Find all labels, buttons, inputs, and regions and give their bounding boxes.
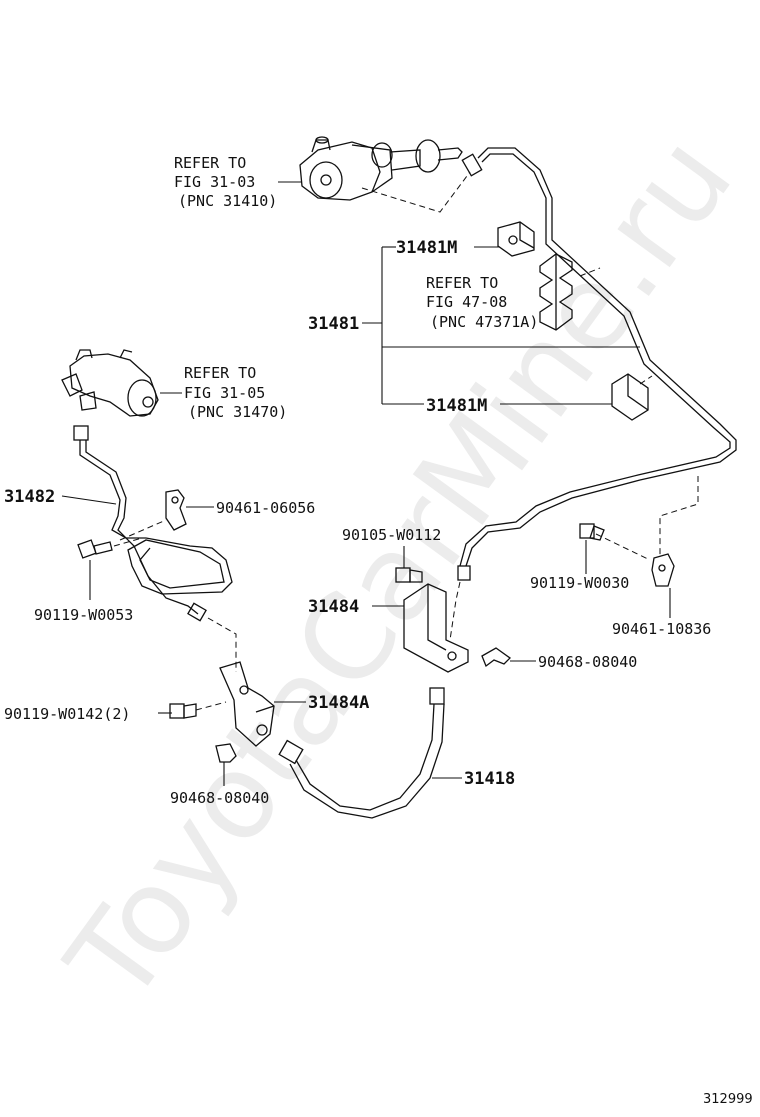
part-90461-06056[interactable]: 90461-06056 xyxy=(216,499,315,517)
bolt-90119-w0053 xyxy=(77,539,113,559)
ref-release-cylinder: REFER TO FIG 31-05 (PNC 31470) xyxy=(184,364,287,421)
clutch-line-31481 xyxy=(465,147,737,567)
hose-31418 xyxy=(278,687,445,819)
release-cylinder-drawing xyxy=(61,349,159,417)
diagram-id: 312999 xyxy=(703,1092,753,1107)
master-cylinder-drawing xyxy=(299,136,463,201)
part-90105-w0112[interactable]: 90105-W0112 xyxy=(342,526,441,544)
pipe-fitting-top xyxy=(461,153,483,177)
clip-31481m-upper xyxy=(497,221,535,257)
part-31482[interactable]: 31482 xyxy=(4,487,55,507)
part-31418[interactable]: 31418 xyxy=(464,769,515,789)
clip-90468-08040-left xyxy=(215,743,237,763)
group-bracket-31481 xyxy=(362,246,640,405)
bolt-90119-w0030 xyxy=(579,523,605,541)
dashed-link-master xyxy=(361,171,471,213)
bolt-90105-w0112 xyxy=(395,567,423,583)
part-90119-w0142[interactable]: 90119-W0142(2) xyxy=(4,705,130,723)
part-90119-w0053[interactable]: 90119-W0053 xyxy=(34,606,133,624)
part-31481m-upper[interactable]: 31481M xyxy=(396,238,457,258)
ref-clamp: REFER TO FIG 47-08 (PNC 47371A) xyxy=(426,274,538,331)
ref-master-cylinder: REFER TO FIG 31-03 (PNC 31410) xyxy=(174,154,277,210)
fitting-31482-top xyxy=(73,425,89,441)
part-90119-w0030[interactable]: 90119-W0030 xyxy=(530,574,629,592)
ref-clamp-line1: REFER TO xyxy=(426,274,498,292)
part-90461-10836[interactable]: 90461-10836 xyxy=(612,620,711,638)
part-31484[interactable]: 31484 xyxy=(308,597,359,617)
ref-master-line3: (PNC 31410) xyxy=(178,192,277,210)
part-31484a[interactable]: 31484A xyxy=(308,693,369,713)
clip-31481m-lower xyxy=(611,373,649,421)
ref-clamp-line2: FIG 47-08 xyxy=(426,293,507,311)
ref-clamp-line3: (PNC 47371A) xyxy=(430,313,538,331)
bracket-31484a xyxy=(219,661,275,747)
ref-release-line2: FIG 31-05 xyxy=(184,384,265,402)
ref-master-line1: REFER TO xyxy=(174,154,246,172)
clip-90461-06056 xyxy=(165,489,187,531)
bolt-90119-w0142 xyxy=(169,703,197,719)
ref-master-line2: FIG 31-03 xyxy=(174,173,255,191)
clip-90468-08040-right xyxy=(481,647,512,668)
fitting-31482-bottom xyxy=(187,602,207,622)
part-31481m-lower[interactable]: 31481M xyxy=(426,396,487,416)
ref-release-line3: (PNC 31470) xyxy=(188,403,287,421)
bracket-31484 xyxy=(403,583,469,673)
pipe-fitting-mid xyxy=(457,565,471,581)
clutch-line-31482 xyxy=(79,440,233,595)
part-90468-08040-left[interactable]: 90468-08040 xyxy=(170,789,269,807)
part-90468-08040-right[interactable]: 90468-08040 xyxy=(538,653,637,671)
ref-release-line1: REFER TO xyxy=(184,364,256,382)
clamp-drawing xyxy=(539,253,573,331)
clip-90461-10836 xyxy=(651,553,675,587)
part-31481[interactable]: 31481 xyxy=(308,314,359,334)
